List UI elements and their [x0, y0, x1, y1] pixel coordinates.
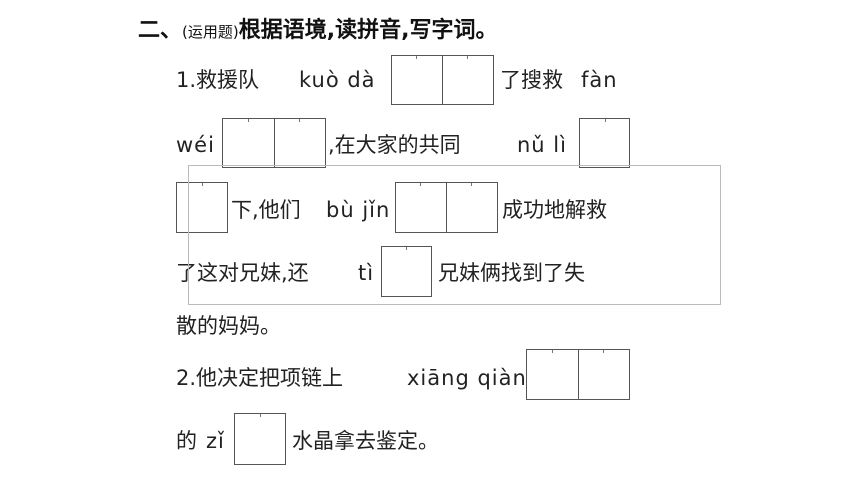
q1-number: 1.: [176, 68, 197, 92]
section-number: 二、: [138, 18, 183, 43]
pinyin-wei: wéi: [176, 133, 215, 157]
q1-line1-middle: 了搜救: [500, 68, 563, 92]
answer-box-xiang-qian[interactable]: [526, 349, 630, 400]
q1-line3-suffix: 成功地解救: [502, 198, 607, 222]
answer-box-zi[interactable]: [234, 413, 286, 465]
q1-line4-prefix: 了这对兄妹,还: [176, 261, 309, 285]
pinyin-zi: zǐ: [206, 429, 225, 453]
box-tick: [260, 414, 261, 417]
box-tick: [416, 56, 417, 59]
q1-text: 救援队: [196, 68, 260, 92]
box-tick: [467, 56, 468, 59]
box-tick: [420, 183, 421, 186]
box-divider: [274, 119, 275, 167]
box-tick: [248, 119, 249, 122]
section-instruction: 根据语境,读拼音,写字词。: [238, 18, 498, 43]
box-tick: [552, 350, 553, 353]
answer-box-fan-wei[interactable]: [222, 118, 326, 168]
box-divider: [442, 56, 443, 104]
q1-line2-middle: ,在大家的共同: [328, 133, 461, 157]
box-tick: [603, 350, 604, 353]
section-type-note: (运用题): [182, 23, 239, 41]
answer-box-kuo-da[interactable]: [391, 55, 494, 105]
q2-text: 他决定把项链上: [196, 366, 344, 390]
box-tick: [406, 247, 407, 250]
box-tick: [299, 119, 300, 122]
pinyin-nu-li: nǔ lì: [517, 133, 567, 157]
q1-line4-suffix: 兄妹俩找到了失: [438, 261, 585, 285]
answer-box-nu-li-cont[interactable]: [176, 182, 228, 233]
answer-box-ti[interactable]: [381, 246, 432, 297]
pinyin-xiang-qian: xiāng qiàn: [407, 366, 527, 390]
pinyin-fan: fàn: [581, 68, 618, 92]
q1-line5: 散的妈妈。: [176, 314, 281, 338]
q2-number: 2.: [176, 366, 197, 390]
answer-box-bu-jin[interactable]: [395, 182, 498, 233]
pinyin-kuo-da: kuò dà: [299, 68, 376, 92]
q1-line3-prefix: 下,他们: [231, 198, 301, 222]
q2-line2-suffix: 水晶拿去鉴定。: [292, 429, 439, 453]
q1-line1-prefix: 1.救援队: [176, 66, 259, 94]
box-tick: [471, 183, 472, 186]
box-divider: [446, 183, 447, 232]
answer-box-nu-li[interactable]: [579, 118, 630, 168]
box-divider: [578, 350, 579, 399]
box-tick: [202, 183, 203, 186]
box-tick: [605, 119, 606, 122]
pinyin-ti: tì: [358, 261, 375, 285]
section-heading: 二、(运用题)根据语境,读拼音,写字词。: [138, 17, 497, 46]
q2-line2-prefix: 的: [176, 429, 197, 453]
pinyin-bu-jin: bù jǐn: [326, 198, 391, 222]
overlay-frame: [188, 165, 721, 305]
q2-line1-prefix: 2.他决定把项链上: [176, 364, 343, 392]
